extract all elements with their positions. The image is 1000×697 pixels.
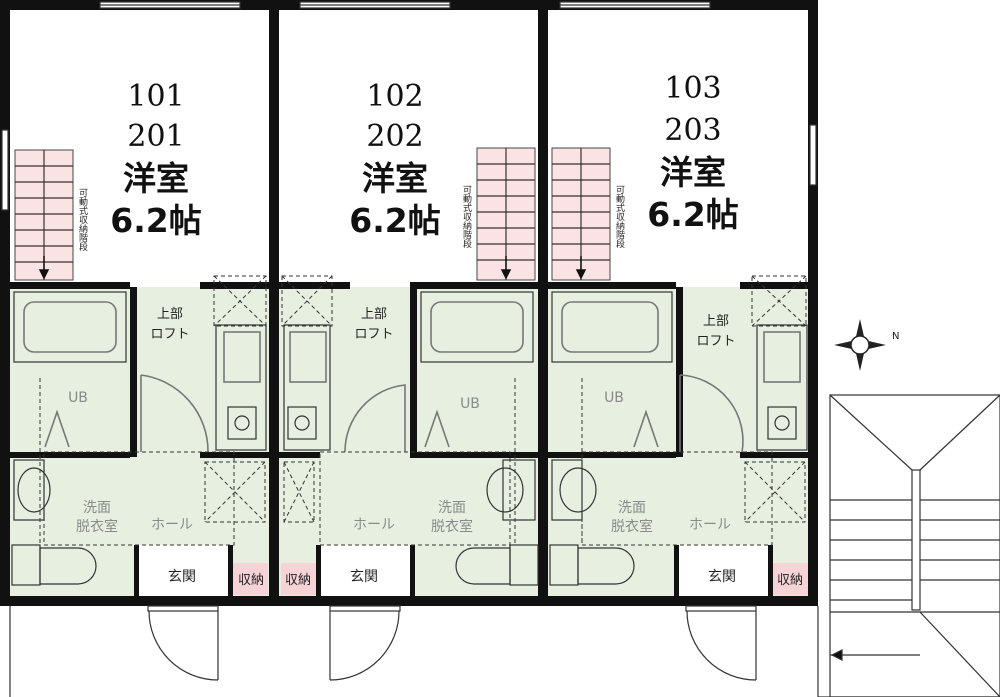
unit-number-2f: 201 — [127, 119, 184, 154]
wash-label: 洗面 — [438, 500, 466, 516]
loft-label: 上部 — [703, 314, 729, 329]
wash-label: 脱衣室 — [76, 518, 118, 535]
room-size: 6.2帖 — [647, 195, 738, 234]
storage-label: 収納 — [777, 573, 803, 588]
kitchens — [213, 275, 808, 451]
room-name: 洋室 — [660, 153, 726, 192]
unit-number-2f: 202 — [366, 119, 423, 154]
stair-note: 可動式収納階段 — [461, 185, 472, 249]
bath-label: UB — [460, 396, 480, 412]
entry-label: 玄関 — [708, 568, 736, 585]
loft-label: ロフト — [150, 327, 189, 342]
interior-doors — [140, 374, 744, 453]
hall-label: ホール — [689, 517, 731, 533]
bath-label: UB — [604, 390, 624, 406]
external-stair — [829, 394, 1000, 697]
room-name: 洋室 — [362, 159, 428, 198]
hall-label: ホール — [151, 517, 193, 533]
loft-label: 上部 — [157, 307, 183, 322]
compass-icon: N — [834, 319, 899, 371]
compass-label: N — [892, 331, 899, 342]
unit-number-2f: 203 — [664, 113, 721, 148]
bath-label: UB — [68, 390, 88, 406]
hall-label: ホール — [353, 517, 395, 533]
unit-number-1f: 102 — [366, 79, 423, 114]
bathtubs — [13, 291, 673, 545]
washer-spaces — [204, 461, 806, 523]
stair-notes: 可動式収納階段 可動式収納階段 可動式収納階段 — [77, 185, 625, 252]
storage-label: 収納 — [238, 573, 264, 588]
unit-number-1f: 103 — [664, 71, 721, 106]
stair-note: 可動式収納階段 — [77, 188, 88, 252]
wash-label: 脱衣室 — [431, 518, 473, 535]
unit-101: 101 201 洋室 6.2帖 上部 ロフト UB 洗面 脱衣室 ホール 玄関 … — [68, 79, 264, 588]
wash-label: 洗面 — [618, 500, 646, 516]
loft-label: ロフト — [696, 334, 735, 349]
stairs — [14, 147, 611, 281]
toilets — [11, 544, 635, 586]
room-size: 6.2帖 — [349, 201, 440, 240]
entrance-doors — [147, 605, 757, 681]
unit-number-1f: 101 — [127, 79, 184, 114]
basins — [13, 451, 773, 546]
entry-label: 玄関 — [350, 568, 378, 585]
storage-boxes — [233, 563, 808, 595]
corridor — [9, 606, 1000, 697]
unit-103: 103 203 洋室 6.2帖 上部 ロフト UB 洗面 脱衣室 ホール 玄関 … — [604, 71, 803, 588]
room-name: 洋室 — [123, 159, 189, 198]
windows — [1, 1, 817, 211]
entry-label: 玄関 — [168, 568, 196, 585]
wash-label: 脱衣室 — [611, 518, 653, 535]
storage-label: 収納 — [285, 573, 311, 588]
wet-areas — [10, 287, 808, 597]
stair-note: 可動式収納階段 — [614, 185, 625, 249]
unit-102: 102 202 洋室 6.2帖 上部 ロフト UB 洗面 脱衣室 ホール 玄関 … — [285, 79, 480, 588]
loft-label: 上部 — [361, 307, 387, 322]
room-size: 6.2帖 — [110, 201, 201, 240]
loft-label: ロフト — [354, 327, 393, 342]
wash-label: 洗面 — [83, 500, 111, 516]
